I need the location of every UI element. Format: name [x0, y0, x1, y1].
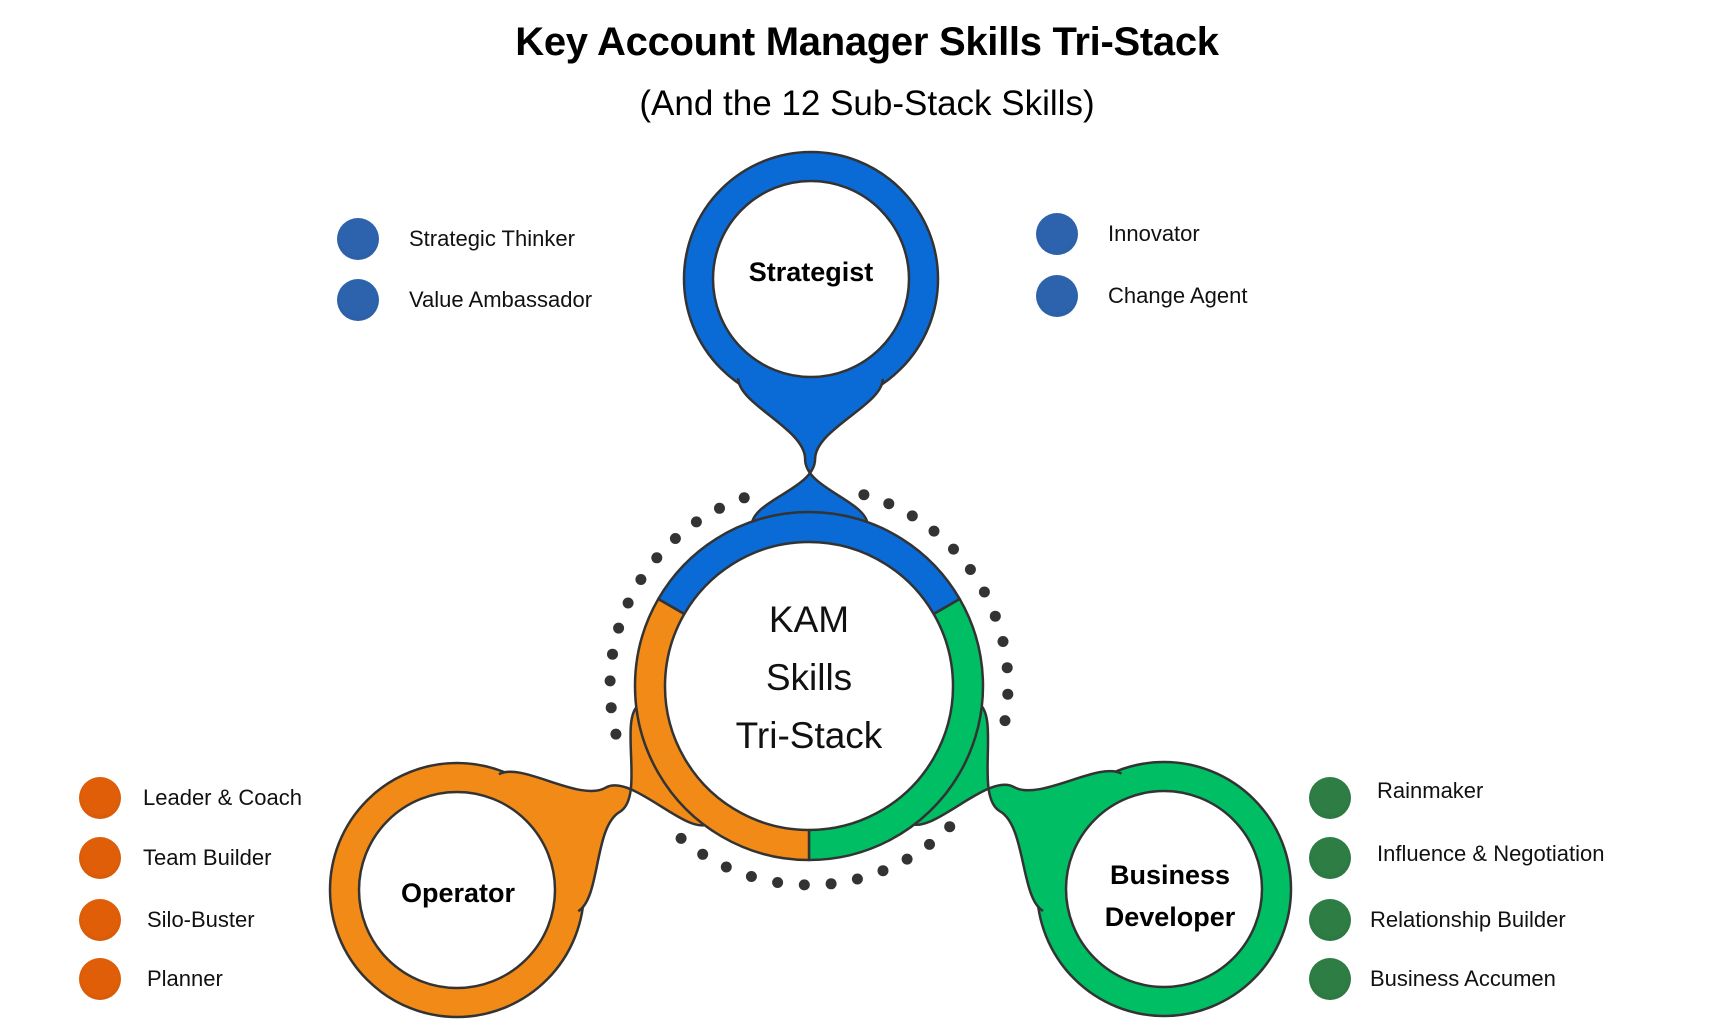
strategist-label: Strategist	[748, 257, 874, 287]
orbit-dot	[651, 552, 663, 564]
skill-label: Business Accumen	[1370, 966, 1556, 991]
orbit-dot	[697, 848, 709, 860]
skill-label: Strategic Thinker	[409, 226, 575, 251]
orbit-dot	[605, 702, 617, 714]
orbit-dot	[978, 586, 990, 598]
orbit-dot	[906, 510, 918, 522]
skill-item-relationship-builder: Relationship Builder	[1309, 898, 1566, 942]
orbit-dot	[635, 574, 647, 585]
page-subtitle: (And the 12 Sub-Stack Skills)	[639, 84, 1095, 123]
skill-label: Leader & Coach	[143, 785, 302, 810]
center-segment-operator	[633, 597, 811, 862]
orbit-dot	[607, 648, 618, 660]
orbit-dot	[1001, 662, 1013, 674]
bullet-dot-icon	[1309, 899, 1351, 941]
business-developer-connector-outline	[908, 702, 1123, 912]
orbit-dot	[997, 636, 1009, 647]
orbit-dot	[999, 715, 1011, 727]
skill-label: Influence & Negotiation	[1377, 841, 1605, 866]
orbit-dot	[851, 873, 863, 885]
skill-label: Relationship Builder	[1370, 907, 1566, 932]
dotted-orbit	[604, 489, 1014, 891]
page-title: Key Account Manager Skills Tri-Stack	[515, 20, 1219, 64]
skill-item-silo-buster: Silo-Buster	[79, 898, 255, 942]
bullet-dot-icon	[1036, 213, 1078, 255]
orbit-dot	[669, 533, 681, 544]
skill-item-business-accumen: Business Accumen	[1309, 957, 1556, 1001]
orbit-dot	[901, 853, 913, 865]
operator-label: Operator	[400, 878, 516, 908]
orbit-dot	[610, 728, 622, 740]
business-developer-label: Business Developer	[1105, 854, 1236, 938]
orbit-dot	[883, 498, 895, 510]
bullet-dot-icon	[79, 777, 121, 819]
orbit-dot	[928, 525, 940, 537]
orbit-dot	[675, 832, 687, 844]
skill-item-rainmaker: Rainmaker	[1309, 776, 1483, 820]
skill-label: Value Ambassador	[409, 287, 593, 312]
skill-label: Team Builder	[143, 845, 272, 870]
center-label-line: Skills	[765, 657, 853, 698]
orbit-dot	[944, 821, 956, 833]
center-ring	[633, 510, 985, 862]
orbit-dot	[772, 877, 784, 888]
orbit-dot	[690, 516, 702, 528]
orbit-dot	[989, 610, 1001, 622]
orbit-dot	[720, 861, 732, 873]
skill-item-change-agent: Change Agent	[1036, 274, 1247, 318]
bullet-dot-icon	[1309, 837, 1351, 879]
skill-label: Planner	[147, 966, 223, 991]
bullet-dot-icon	[337, 218, 379, 260]
skill-item-value-ambassador: Value Ambassador	[337, 278, 592, 322]
center-label: KAM Skills Tri-Stack	[736, 591, 883, 765]
skill-label: Change Agent	[1108, 283, 1248, 308]
skill-label: Rainmaker	[1377, 778, 1484, 803]
orbit-dot	[948, 543, 959, 555]
bullet-dot-icon	[79, 837, 121, 879]
skill-item-influence-negotiation: Influence & Negotiation	[1309, 836, 1605, 880]
skill-item-team-builder: Team Builder	[79, 836, 271, 880]
orbit-dot	[858, 489, 870, 501]
orbit-dot	[964, 564, 976, 575]
center-label-line: KAM	[768, 599, 850, 640]
bullet-dot-icon	[1309, 777, 1351, 819]
center-label-line: Tri-Stack	[735, 715, 883, 756]
business-developer-label-line: Developer	[1104, 902, 1236, 932]
strategist-connector	[738, 378, 883, 527]
orbit-dot	[745, 871, 757, 882]
operator-connector-outline	[498, 702, 710, 913]
skill-label: Innovator	[1108, 221, 1200, 246]
orbit-dot	[622, 597, 634, 609]
orbit-dot	[1002, 688, 1014, 700]
orbit-dot	[604, 675, 616, 687]
bullet-dot-icon	[79, 899, 121, 941]
skill-item-innovator: Innovator	[1036, 212, 1200, 256]
orbit-dot	[714, 502, 725, 514]
skill-item-leader-coach: Leader & Coach	[79, 776, 302, 820]
operator-connector	[498, 704, 710, 912]
skill-label: Silo-Buster	[147, 907, 255, 932]
strategist-connector-outline	[736, 378, 885, 527]
business-developer-label-line: Business	[1109, 860, 1231, 890]
bullet-dot-icon	[79, 958, 121, 1000]
orbit-dot	[877, 865, 889, 877]
bullet-dot-icon	[1036, 275, 1078, 317]
skill-item-planner: Planner	[79, 957, 223, 1001]
bullet-dot-icon	[337, 279, 379, 321]
orbit-dot	[798, 879, 810, 891]
skill-item-strategic-thinker: Strategic Thinker	[337, 217, 575, 261]
business-developer-connector	[909, 703, 1122, 911]
bullet-dot-icon	[1309, 958, 1351, 1000]
orbit-dot	[825, 878, 837, 890]
orbit-dot	[613, 622, 625, 634]
orbit-dot	[738, 492, 750, 504]
orbit-dot	[924, 838, 935, 850]
